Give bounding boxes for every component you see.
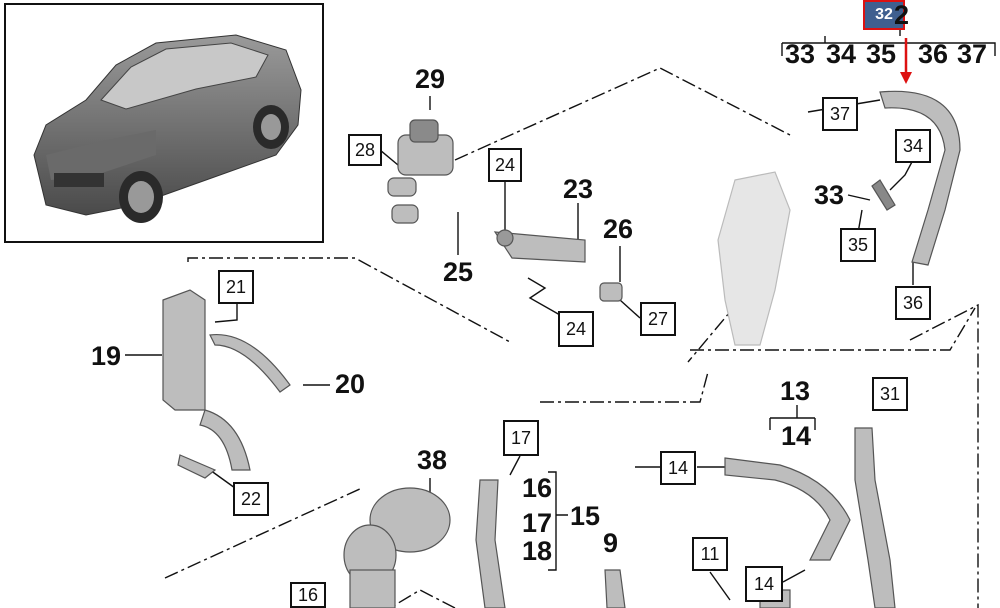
box-label-21[interactable]: 21 [218,270,254,304]
label-9[interactable]: 9 [603,528,619,558]
label-33-group[interactable]: 33 [785,39,816,69]
label-17[interactable]: 17 [522,508,553,538]
box-label-24-lower[interactable]: 24 [558,311,594,347]
label-20[interactable]: 20 [335,369,366,399]
box-label-36[interactable]: 36 [895,286,931,320]
box-label-34[interactable]: 34 [895,129,931,163]
label-37-group[interactable]: 37 [957,39,988,69]
label-19[interactable]: 19 [91,341,122,371]
box-label-14-right[interactable]: 14 [745,566,783,602]
label-29[interactable]: 29 [415,64,446,94]
part-32-selected-badge[interactable]: 32 [863,0,905,30]
vehicle-thumbnail [4,3,324,243]
label-23[interactable]: 23 [563,174,594,204]
box-label-11[interactable]: 11 [692,537,728,571]
label-36-group[interactable]: 36 [918,39,949,69]
label-15[interactable]: 15 [570,501,601,531]
box-label-22[interactable]: 22 [233,482,269,516]
group-32-bracket-label: 2 [894,0,910,30]
box-label-28[interactable]: 28 [348,134,382,166]
label-34-group[interactable]: 34 [826,39,857,69]
car-illustration [33,34,302,223]
box-label-14-left[interactable]: 14 [660,451,696,485]
label-13[interactable]: 13 [780,376,811,406]
label-35-group[interactable]: 35 [866,39,897,69]
box-label-17[interactable]: 17 [503,420,539,456]
box-label-31[interactable]: 31 [872,377,908,411]
label-33[interactable]: 33 [814,180,845,210]
box-label-35[interactable]: 35 [840,228,876,262]
label-14-upper[interactable]: 14 [781,421,812,451]
box-label-24-upper[interactable]: 24 [488,148,522,182]
label-38[interactable]: 38 [417,445,448,475]
box-label-16[interactable]: 16 [290,582,326,608]
label-26[interactable]: 26 [603,214,634,244]
box-label-27[interactable]: 27 [640,302,676,336]
label-16[interactable]: 16 [522,473,553,503]
label-18[interactable]: 18 [522,536,553,566]
label-25[interactable]: 25 [443,257,474,287]
box-label-37[interactable]: 37 [822,97,858,131]
